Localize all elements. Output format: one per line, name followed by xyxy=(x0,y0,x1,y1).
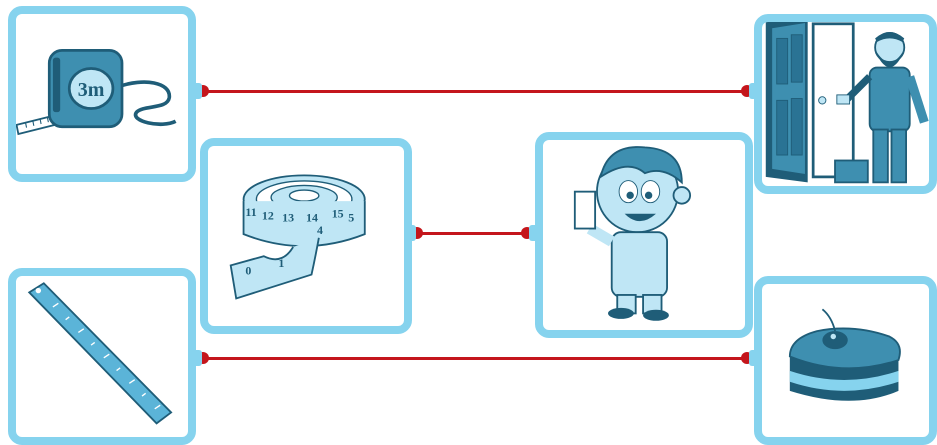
tape-number: 0 xyxy=(245,264,251,278)
connector-line-1 xyxy=(203,90,747,93)
tape-measure-card[interactable]: 3m xyxy=(8,6,196,182)
ruler-card[interactable] xyxy=(8,268,196,445)
boy-card[interactable] xyxy=(535,132,753,338)
tape-number: 11 xyxy=(245,205,256,219)
connector-line-2 xyxy=(417,232,527,235)
tailor-tape-card[interactable]: 11 12 13 14 15 4 5 0 1 xyxy=(200,138,412,334)
tape-number: 13 xyxy=(282,210,294,224)
tape-number: 12 xyxy=(262,208,274,222)
carpenter-door-icon xyxy=(762,22,929,186)
cake-icon xyxy=(762,284,929,437)
tape-measure-icon: 3m xyxy=(16,14,188,174)
tailor-tape-icon: 11 12 13 14 15 4 5 0 1 xyxy=(208,146,404,326)
cake-card[interactable] xyxy=(754,276,937,445)
door-card[interactable] xyxy=(754,14,937,194)
tape-measure-label: 3m xyxy=(78,79,105,101)
tape-number: 14 xyxy=(306,210,318,224)
tape-number: 4 xyxy=(317,223,323,237)
boy-cloth-icon xyxy=(543,140,745,330)
connector-line-3 xyxy=(203,357,747,360)
tape-number: 15 xyxy=(332,207,344,221)
ruler-icon xyxy=(16,276,188,437)
tape-number: 5 xyxy=(348,210,354,224)
tape-number: 1 xyxy=(278,256,284,270)
